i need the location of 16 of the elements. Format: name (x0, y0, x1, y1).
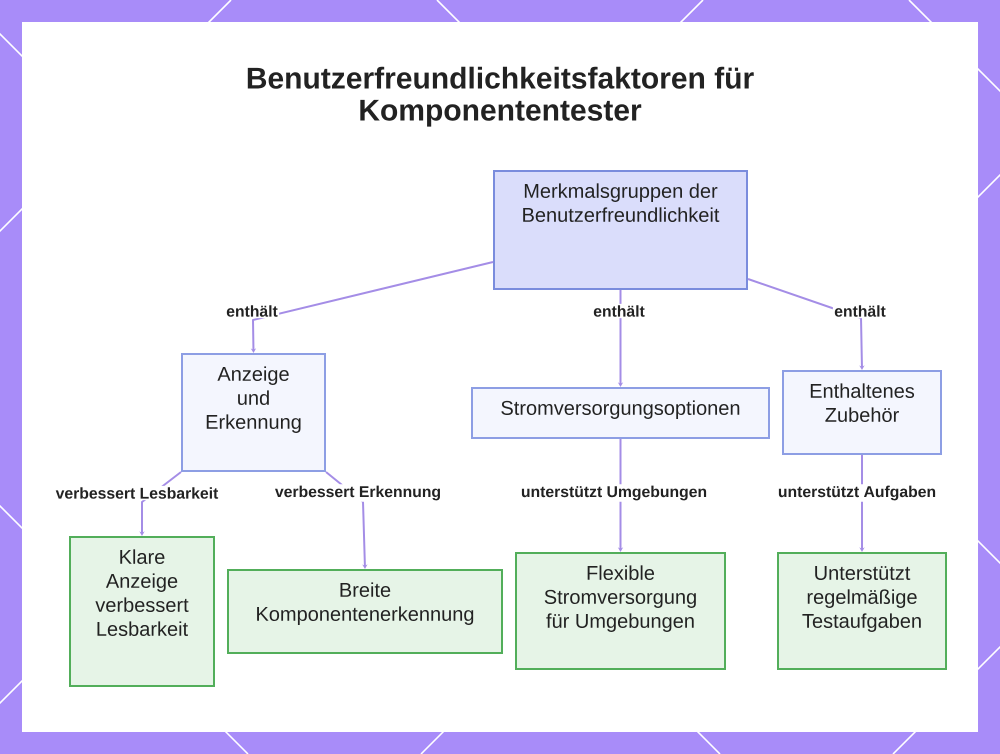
edge-label: verbessert Lesbarkeit (54, 486, 220, 500)
edge-label: enthält (832, 304, 888, 318)
edge-label: unterstützt Aufgaben (776, 484, 938, 502)
title: Benutzerfreundlichkeitsfaktoren für Komponententester (248, 66, 754, 127)
process-box: Merkmalsgruppen der Benutzerfreundlichkeit (493, 170, 748, 290)
edge-label: enthält (224, 304, 280, 318)
process-box: Breite Komponentenerkennung (227, 569, 503, 654)
process-box: Klare Anzeige verbessert Lesbarkeit (69, 536, 215, 687)
edge-label: unterstützt Umgebungen (520, 484, 708, 502)
process-box: Enthaltenes Zubehör (782, 370, 942, 455)
process-box: Stromversorgungsoptionen (471, 387, 770, 439)
edge-label: enthält (592, 304, 646, 318)
process-box: Flexible Stromversorgung für Umgebungen (515, 552, 726, 670)
edge-label: verbessert Erkennung (274, 484, 442, 502)
process-box: Anzeige und Erkennung (181, 353, 326, 472)
process-box: Unterstützt regelmäßige Testaufgaben (777, 552, 947, 670)
